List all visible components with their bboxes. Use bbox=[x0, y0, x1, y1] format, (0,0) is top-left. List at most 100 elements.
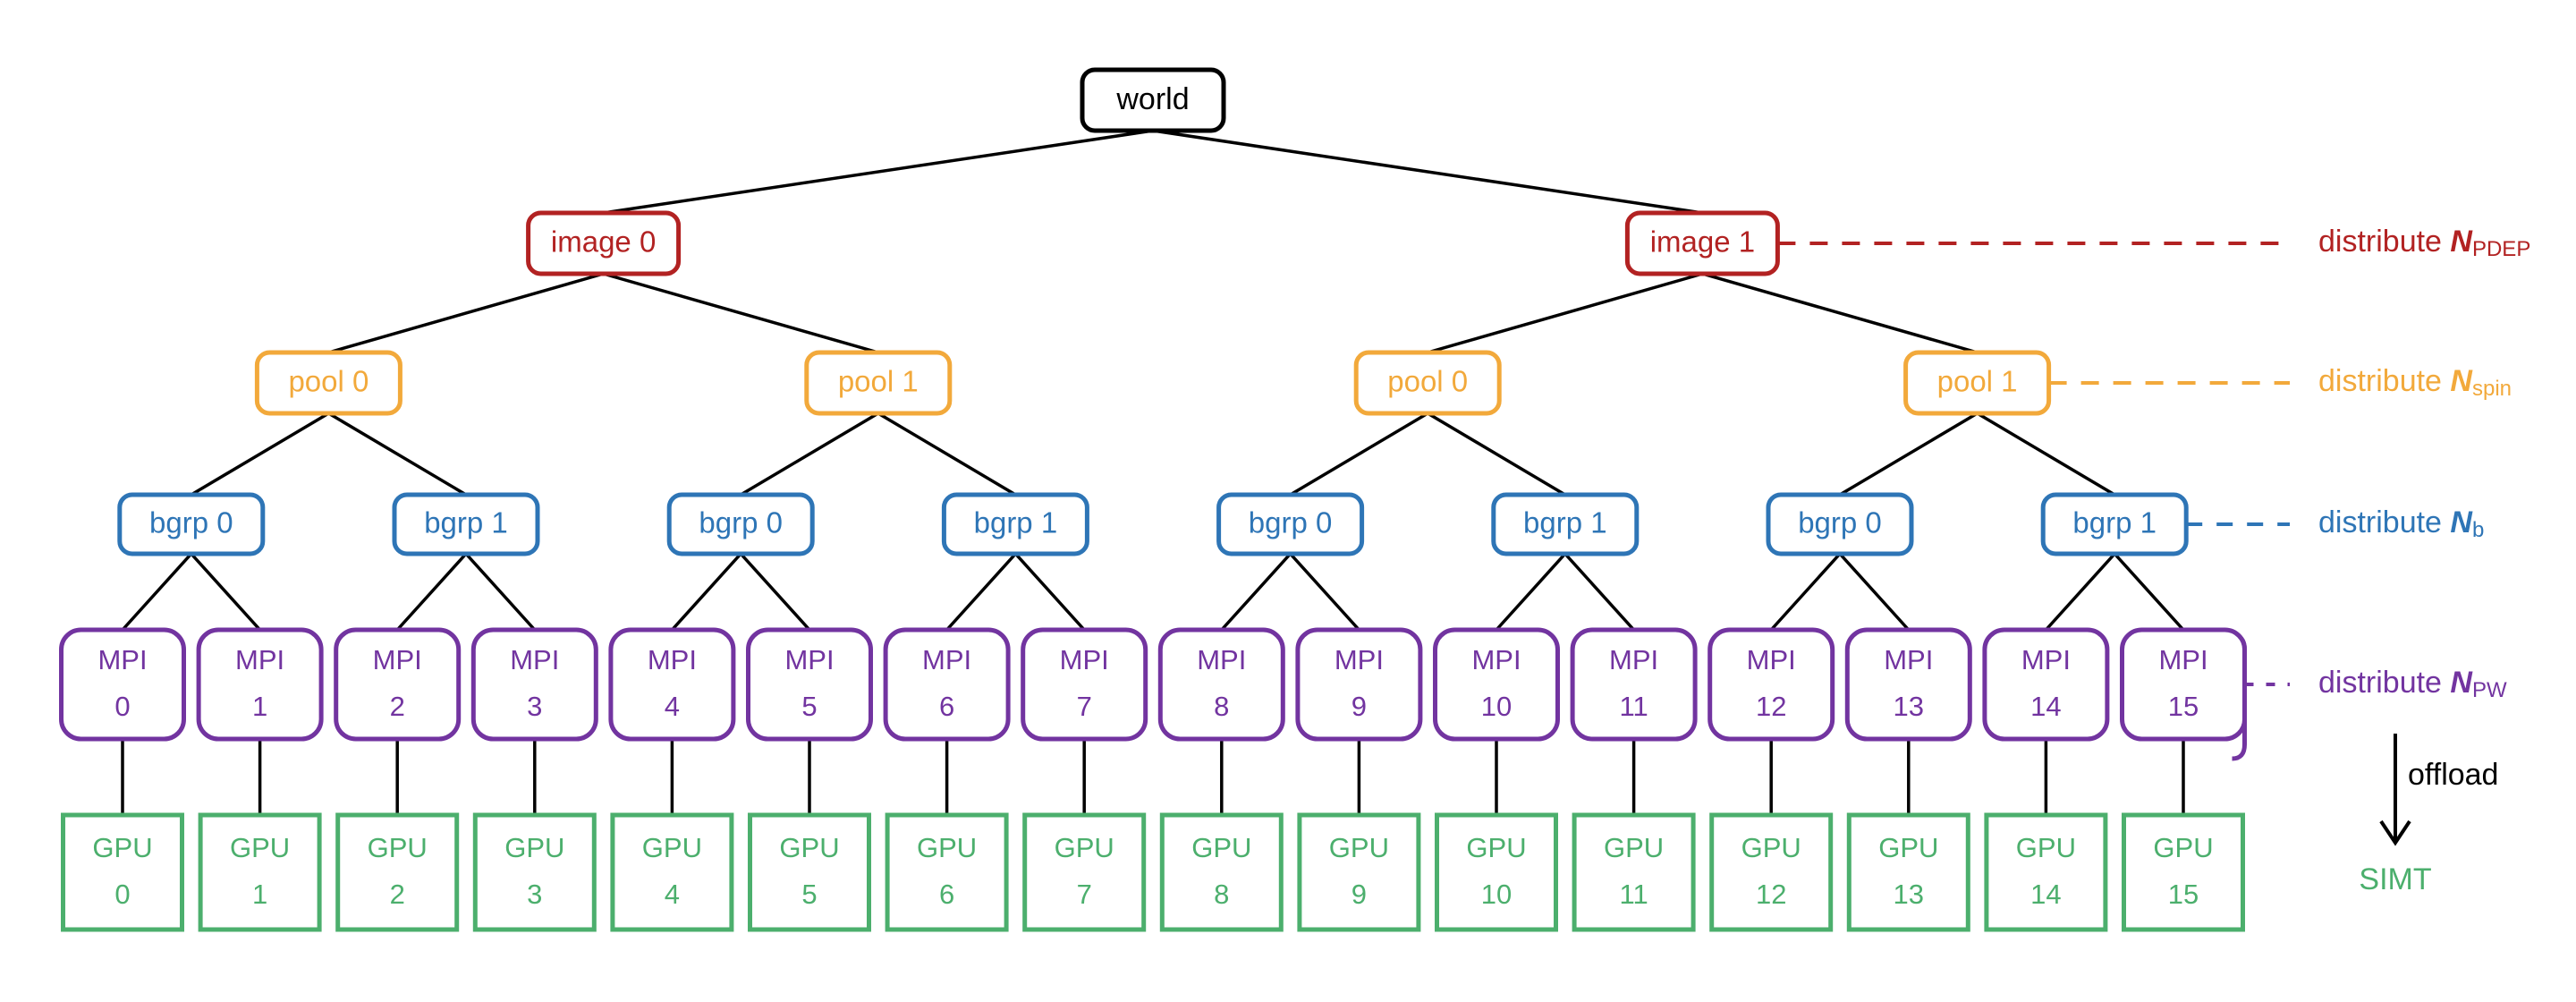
node-image-0[interactable]: image 0 bbox=[526, 210, 682, 276]
node-label-gpu-line1: GPU bbox=[1055, 832, 1114, 863]
tree-edge-pool-to-bgrp bbox=[1427, 412, 1566, 497]
node-label-gpu-line2: 11 bbox=[1620, 879, 1648, 910]
node-world-0[interactable]: world bbox=[1080, 67, 1226, 133]
node-label-mpi-line2: 8 bbox=[1214, 691, 1229, 722]
node-label-gpu-line1: GPU bbox=[92, 832, 152, 863]
node-label-bgrp: bgrp 0 bbox=[1798, 506, 1882, 539]
node-label-gpu-line2: 0 bbox=[114, 879, 130, 910]
node-label-gpu-line1: GPU bbox=[1329, 832, 1389, 863]
node-label-mpi-line1: MPI bbox=[1060, 644, 1109, 675]
tree-edge-bgrp-to-mpi bbox=[2113, 552, 2185, 632]
side-label-mpi: distribute NPW bbox=[2318, 666, 2507, 702]
node-bgrp-4[interactable]: bgrp 0 bbox=[1216, 492, 1365, 556]
node-box-mpi bbox=[608, 627, 736, 742]
edges-layer bbox=[121, 129, 2185, 815]
node-label-gpu-line2: 3 bbox=[527, 879, 542, 910]
node-box-mpi bbox=[746, 627, 873, 742]
node-box-image bbox=[526, 210, 682, 276]
node-box-gpu bbox=[610, 812, 734, 932]
node-box-gpu bbox=[1159, 812, 1284, 932]
node-label-gpu-line1: GPU bbox=[1466, 832, 1526, 863]
node-label-pool: pool 0 bbox=[1387, 365, 1468, 398]
node-label-gpu-line2: 15 bbox=[2168, 879, 2199, 910]
node-bgrp-1[interactable]: bgrp 1 bbox=[392, 492, 540, 556]
node-label-mpi-line2: 14 bbox=[2030, 691, 2061, 722]
node-bgrp-3[interactable]: bgrp 1 bbox=[941, 492, 1089, 556]
node-box-pool bbox=[804, 350, 953, 416]
node-box-gpu bbox=[885, 812, 1009, 932]
node-bgrp-5[interactable]: bgrp 1 bbox=[1491, 492, 1640, 556]
tree-edge-pool-to-bgrp bbox=[1976, 412, 2116, 497]
tree-edge-bgrp-to-mpi bbox=[739, 552, 811, 632]
node-pool-0[interactable]: pool 0 bbox=[254, 350, 402, 416]
node-label-mpi-line2: 6 bbox=[939, 691, 954, 722]
node-label-mpi-line2: 11 bbox=[1620, 691, 1648, 722]
node-label-bgrp: bgrp 0 bbox=[699, 506, 783, 539]
node-box-gpu bbox=[198, 812, 322, 932]
tree-edge-bgrp-to-mpi bbox=[1563, 552, 1635, 632]
node-bgrp-2[interactable]: bgrp 0 bbox=[666, 492, 815, 556]
node-box-mpi bbox=[1021, 627, 1148, 742]
node-pool-2[interactable]: pool 0 bbox=[1353, 350, 1502, 416]
node-gpu-9[interactable]: GPU 9 bbox=[1297, 812, 1421, 932]
node-box-bgrp bbox=[2040, 492, 2189, 556]
node-box-mpi bbox=[334, 627, 462, 742]
node-bgrp-6[interactable]: bgrp 0 bbox=[1766, 492, 1914, 556]
node-label-mpi-line1: MPI bbox=[1884, 644, 1933, 675]
node-label-mpi-line2: 4 bbox=[665, 691, 680, 722]
node-bgrp-0[interactable]: bgrp 0 bbox=[117, 492, 266, 556]
node-label-mpi-line1: MPI bbox=[510, 644, 559, 675]
node-gpu-0[interactable]: GPU 0 bbox=[61, 812, 184, 932]
side-label-image: distribute NPDEP bbox=[2318, 225, 2530, 261]
node-label-gpu-line2: 14 bbox=[2030, 879, 2061, 910]
tree-edge-bgrp-to-mpi bbox=[395, 552, 468, 632]
node-label-gpu-line1: GPU bbox=[368, 832, 428, 863]
side-label-pool: distribute Nspin bbox=[2318, 364, 2512, 401]
node-label-gpu-line1: GPU bbox=[917, 832, 977, 863]
tree-edge-image-to-pool bbox=[603, 272, 879, 354]
side-label-bgrp: distribute Nb bbox=[2318, 505, 2484, 542]
node-image-1[interactable]: image 1 bbox=[1624, 210, 1780, 276]
node-box-gpu bbox=[1709, 812, 1834, 932]
node-bgrp-7[interactable]: bgrp 1 bbox=[2040, 492, 2189, 556]
node-box-gpu bbox=[748, 812, 871, 932]
node-box-mpi bbox=[1433, 627, 1560, 742]
node-pool-1[interactable]: pool 1 bbox=[804, 350, 953, 416]
node-gpu-7[interactable]: GPU 7 bbox=[1022, 812, 1147, 932]
node-box-bgrp bbox=[117, 492, 266, 556]
node-label-gpu-line2: 9 bbox=[1352, 879, 1367, 910]
node-pool-3[interactable]: pool 1 bbox=[1903, 350, 2052, 416]
node-label-gpu-line2: 7 bbox=[1077, 879, 1092, 910]
node-label-gpu-line2: 13 bbox=[1894, 879, 1924, 910]
